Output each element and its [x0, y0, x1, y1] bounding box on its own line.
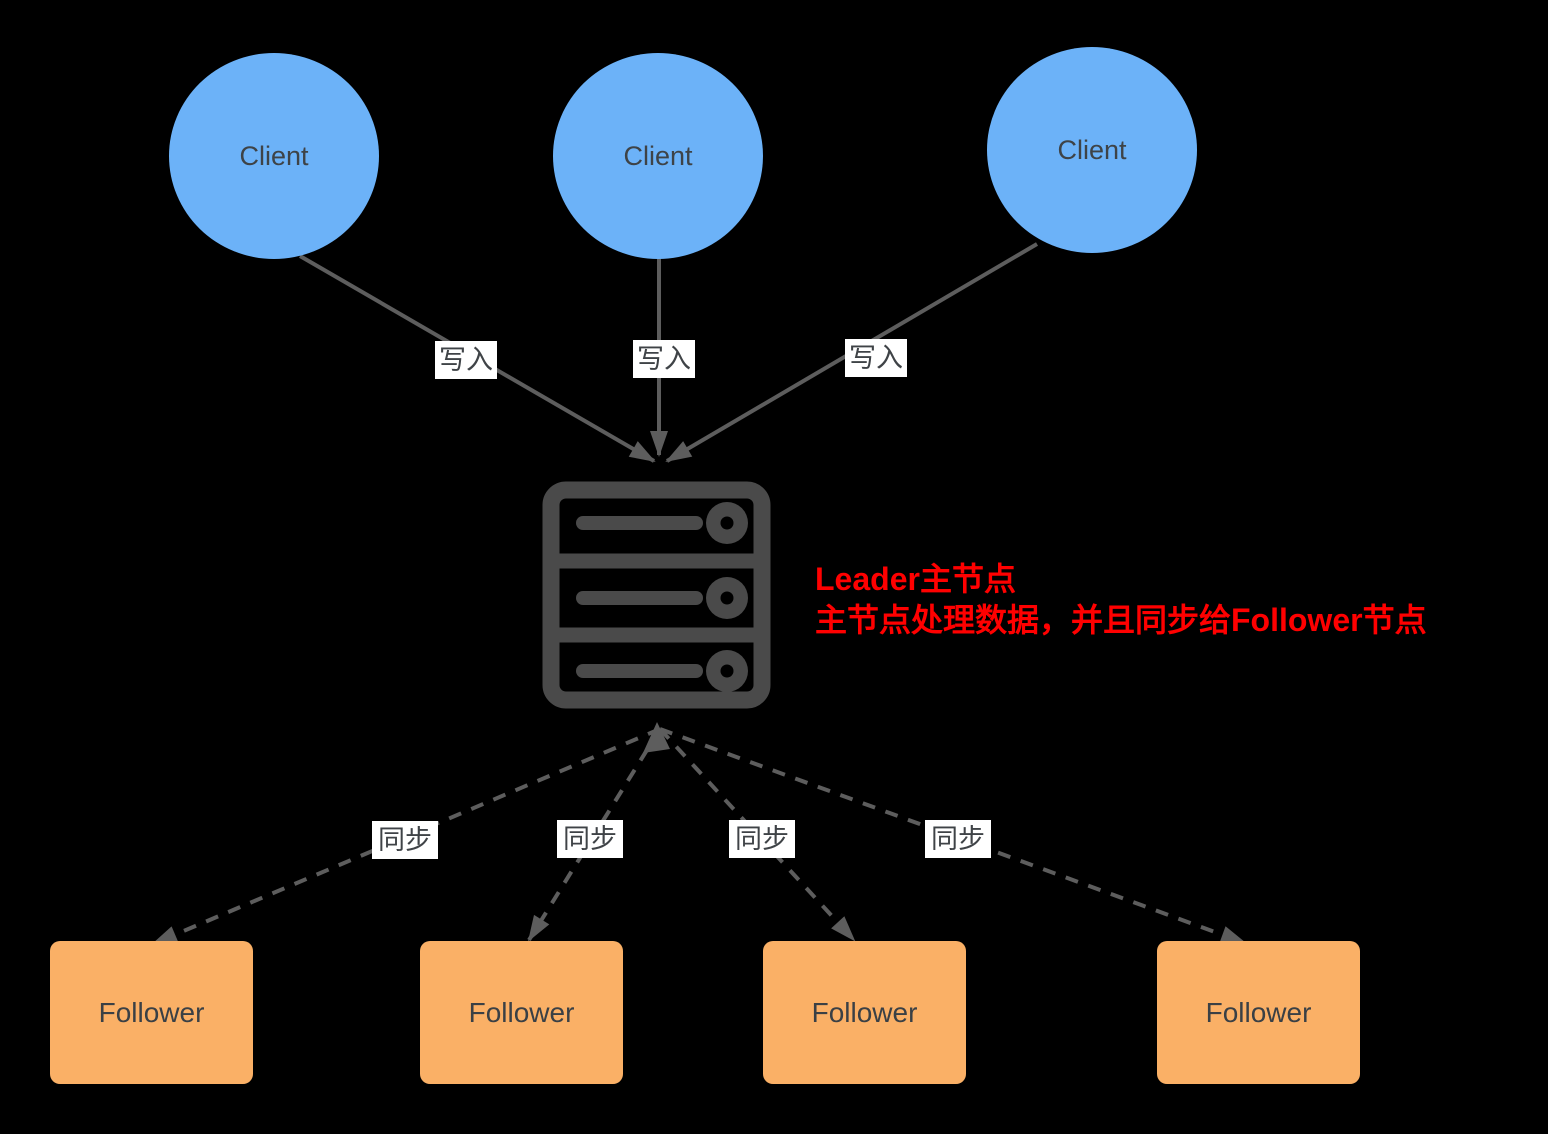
client-node-2: Client [553, 53, 763, 259]
follower-node-label: Follower [811, 996, 918, 1028]
apex-arrowhead-icon [643, 722, 670, 753]
client-node-label: Client [239, 140, 309, 171]
follower-node-3: Follower [763, 941, 966, 1084]
follower-node-4: Follower [1157, 941, 1360, 1084]
follower-node-label: Follower [468, 996, 575, 1028]
client-node-1: Client [169, 53, 379, 259]
sync-edge-label-2: 同步 [557, 820, 623, 858]
client-node-label: Client [1057, 134, 1127, 165]
sync-edge-label-3: 同步 [729, 820, 795, 858]
leader-annotation-line-2: 主节点处理数据，并且同步给Follower节点 [815, 602, 1427, 638]
follower-node-1: Follower [50, 941, 253, 1084]
write-edge-label-1: 写入 [435, 341, 497, 379]
write-edge-label-3: 写入 [845, 339, 907, 377]
write-edge-label-2: 写入 [633, 340, 695, 378]
client-node-3: Client [987, 47, 1197, 253]
follower-node-label: Follower [98, 996, 205, 1028]
leader-annotation: Leader主节点 主节点处理数据，并且同步给Follower节点 [815, 559, 1427, 641]
sync-edge-label-1: 同步 [372, 821, 438, 859]
client-node-label: Client [623, 140, 693, 171]
server-rack-icon [542, 481, 771, 709]
follower-node-2: Follower [420, 941, 623, 1084]
sync-edge-label-4: 同步 [925, 820, 991, 858]
follower-node-label: Follower [1205, 996, 1312, 1028]
sync-arrow-4 [659, 727, 1247, 945]
leader-annotation-line-1: Leader主节点 [815, 561, 1016, 597]
